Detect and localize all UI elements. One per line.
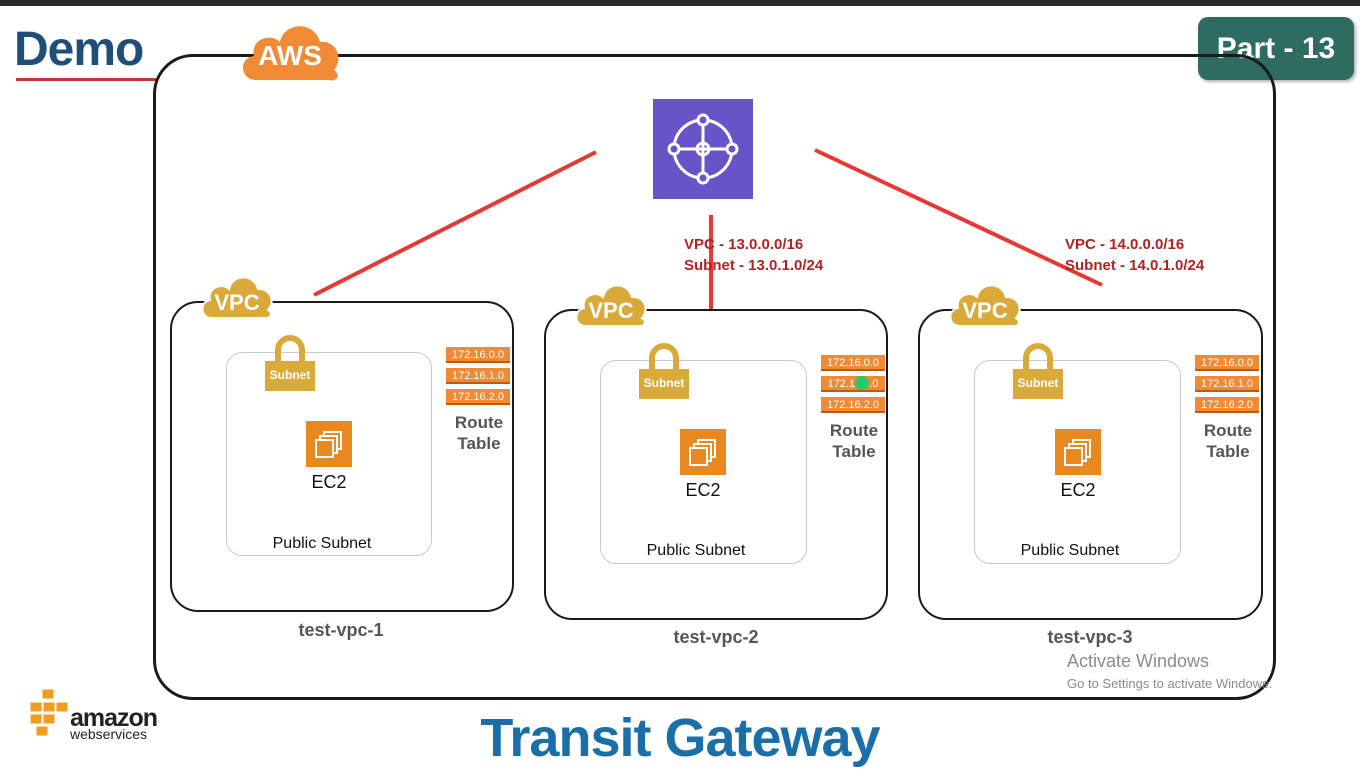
route-table-row-text-tail: .0 (869, 378, 879, 390)
vpc-cloud-icon (201, 276, 273, 320)
ec2-label: EC2 (1060, 480, 1096, 500)
ec2-label: EC2 (311, 472, 347, 492)
part-badge: Part - 13 (1198, 17, 1354, 80)
aws-cloud-frame (153, 54, 1276, 700)
connector-line-vpc1 (313, 150, 597, 297)
route-table-label-line2: Table (1206, 442, 1250, 461)
ec2-icon (306, 421, 352, 467)
vpc3-subnet-text: Subnet - 14.0.1.0/24 (1065, 257, 1205, 274)
cursor-highlight-icon (855, 376, 870, 390)
vpc-name: test-vpc-3 (1047, 627, 1133, 647)
vpc-cloud-label: VPC (588, 298, 634, 323)
route-table-row: 172.16.2.0 (446, 389, 510, 405)
route-table-label-line1: Route (829, 421, 879, 440)
subnet-lock-icon (265, 335, 315, 391)
amazon-logo-wordmark: amazon (70, 704, 158, 732)
vpc3-cidr-annotation: VPC - 14.0.0.0/16 Subnet - 14.0.1.0/24 (1065, 234, 1204, 276)
activate-windows-title: Activate Windows (1067, 651, 1210, 671)
demo-underline (16, 78, 156, 81)
vpc2-cidr-text: VPC - 13.0.0.0/16 (684, 236, 804, 253)
public-subnet-label: Public Subnet (272, 535, 372, 552)
vpc3-cidr-text: VPC - 14.0.0.0/16 (1065, 236, 1185, 253)
route-table-row: 172.16.1.0 (446, 368, 510, 384)
route-table-label-line1: Route (454, 413, 504, 432)
route-table-label-line2: Table (457, 434, 501, 453)
vpc-cloud-label: VPC (962, 298, 1008, 323)
route-table-row: 172.16.2.0 (1195, 397, 1259, 413)
subnet-lock-icon (639, 343, 689, 399)
aws-boxes-logo-icon (29, 688, 69, 737)
route-table-row-text: 172.1 (827, 378, 856, 390)
vpc-cloud-icon (949, 284, 1021, 328)
public-subnet-label: Public Subnet (1020, 542, 1120, 559)
route-table-label: Route Table (819, 420, 889, 462)
route-table-row: 172.16.0.0 (1195, 355, 1259, 371)
subnet-lock-label: Subnet (269, 368, 311, 382)
route-table-label: Route Table (444, 412, 514, 454)
aws-cloud-icon (242, 26, 339, 81)
demo-heading: Demo (14, 23, 144, 76)
route-table-row: 172.16.0.0 (446, 347, 510, 363)
page-title: Transit Gateway (480, 708, 880, 768)
route-table-label-line2: Table (832, 442, 876, 461)
aws-label: AWS (258, 40, 322, 71)
subnet-lock-icon (1013, 343, 1063, 399)
vpc2-subnet-text: Subnet - 13.0.1.0/24 (684, 257, 824, 274)
ec2-icon (680, 429, 726, 475)
route-table-label-line1: Route (1203, 421, 1253, 440)
vpc2-cidr-annotation: VPC - 13.0.0.0/16 Subnet - 13.0.1.0/24 (684, 234, 823, 276)
top-bar (0, 0, 1360, 6)
vpc-name: test-vpc-1 (298, 620, 384, 640)
route-table-row: 172.16.2.0 (821, 397, 885, 413)
subnet-lock-label: Subnet (1017, 376, 1059, 390)
vpc-cloud-icon (575, 284, 647, 328)
subnet-lock-label: Subnet (643, 376, 685, 390)
route-table-row: 172.16.1.0 (1195, 376, 1259, 392)
route-table-row: 172.1 .0 (821, 376, 885, 392)
activate-windows-subtitle: Go to Settings to activate Windows. (1067, 676, 1273, 691)
connector-line-vpc3 (814, 148, 1103, 287)
vpc-name: test-vpc-2 (673, 627, 759, 647)
route-table-label: Route Table (1193, 420, 1263, 462)
ec2-label: EC2 (685, 480, 721, 500)
public-subnet-label: Public Subnet (646, 542, 746, 559)
webservices-logo-wordmark: webservices (70, 726, 148, 742)
vpc-cloud-label: VPC (214, 290, 260, 315)
ec2-icon (1055, 429, 1101, 475)
route-table-row: 172.16.0.0 (821, 355, 885, 371)
transit-gateway-icon (653, 99, 753, 199)
